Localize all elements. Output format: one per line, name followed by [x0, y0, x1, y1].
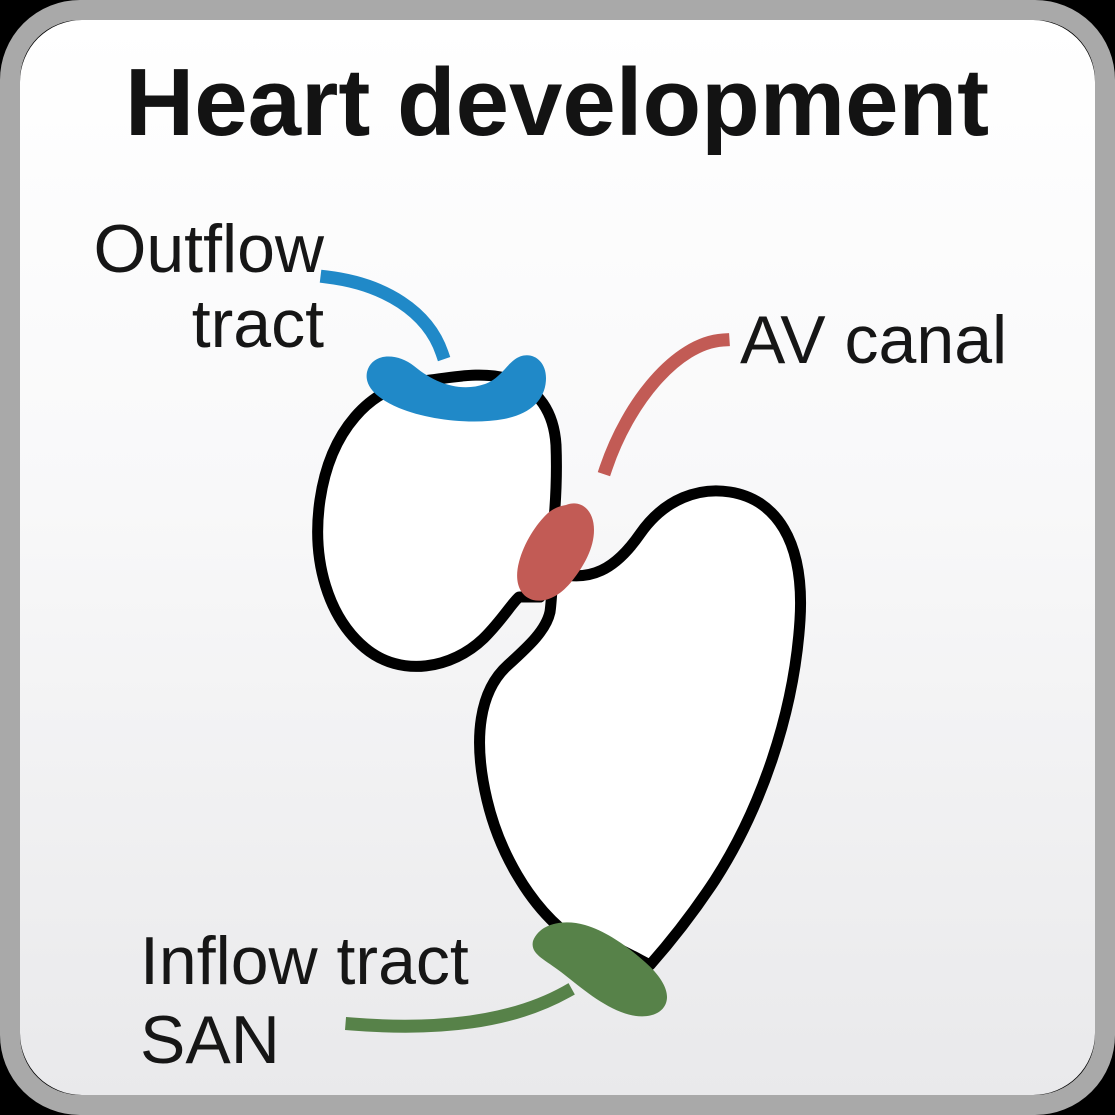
inflow-tract-leader-line	[345, 983, 575, 1033]
inflow-tract-label-line2: SAN	[140, 1002, 280, 1078]
annotation-av-canal: AV canal	[597, 302, 1007, 477]
outflow-tract-region	[366, 355, 546, 422]
av-canal-region	[517, 503, 594, 601]
page-title: Heart development	[125, 49, 989, 156]
outflow-tract-label-line1: Outflow	[93, 211, 324, 287]
annotation-inflow-tract-san: Inflow tract SAN	[140, 923, 575, 1078]
av-canal-leader-line	[597, 333, 730, 477]
outflow-tract-leader-line	[319, 269, 451, 362]
annotation-outflow-tract: Outflow tract	[93, 211, 451, 362]
av-canal-label-line1: AV canal	[740, 302, 1007, 378]
heart-diagram	[312, 355, 807, 1017]
inflow-tract-label-line1: Inflow tract	[140, 923, 469, 999]
ventricle-chamber	[474, 485, 807, 971]
outflow-tract-label-line2: tract	[192, 286, 324, 362]
inflow-tract-region	[532, 922, 668, 1017]
